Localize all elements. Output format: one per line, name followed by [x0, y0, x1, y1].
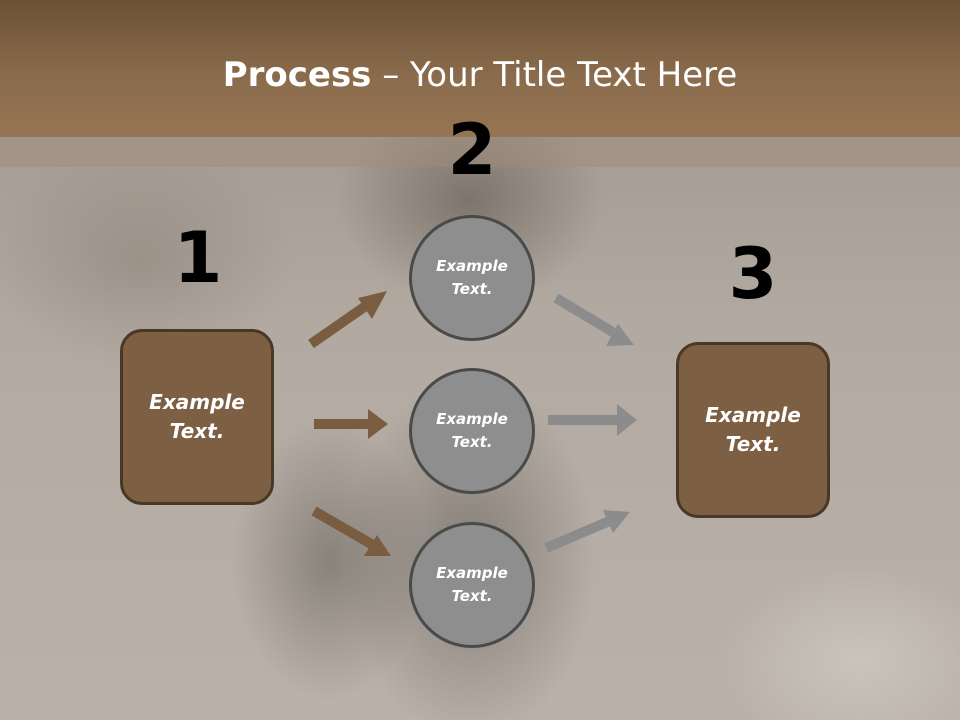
title-bar-band	[0, 137, 960, 167]
arrow-from-top	[553, 293, 634, 346]
circle-middle-line-2: Text.	[451, 433, 493, 451]
circle-bottom-line-2: Text.	[451, 587, 493, 605]
step-number-2: 2	[447, 109, 497, 191]
left-box-line-1: Example	[149, 390, 245, 414]
circle-bottom-line-1: Example	[436, 564, 508, 582]
title-bold: Process	[222, 55, 372, 95]
title-bar	[0, 0, 960, 137]
right-box-line-2: Text.	[725, 432, 781, 456]
slide-title: Process – Your Title Text Here	[0, 52, 960, 98]
arrow-from-bottom	[544, 510, 630, 553]
circle-middle-line-1: Example	[436, 410, 508, 428]
title-rest: – Your Title Text Here	[371, 55, 738, 95]
circle-top-line-2: Text.	[451, 280, 493, 298]
arrow-to-top	[308, 291, 387, 349]
arrow-to-middle	[314, 409, 388, 439]
left-box-line-2: Text.	[169, 419, 225, 443]
right-box-line-1: Example	[705, 403, 801, 427]
arrow-from-middle	[548, 404, 637, 436]
step-number-3: 3	[728, 233, 778, 315]
step-number-1: 1	[173, 217, 223, 299]
arrow-to-bottom	[311, 506, 391, 556]
circle-top-line-1: Example	[436, 257, 508, 275]
